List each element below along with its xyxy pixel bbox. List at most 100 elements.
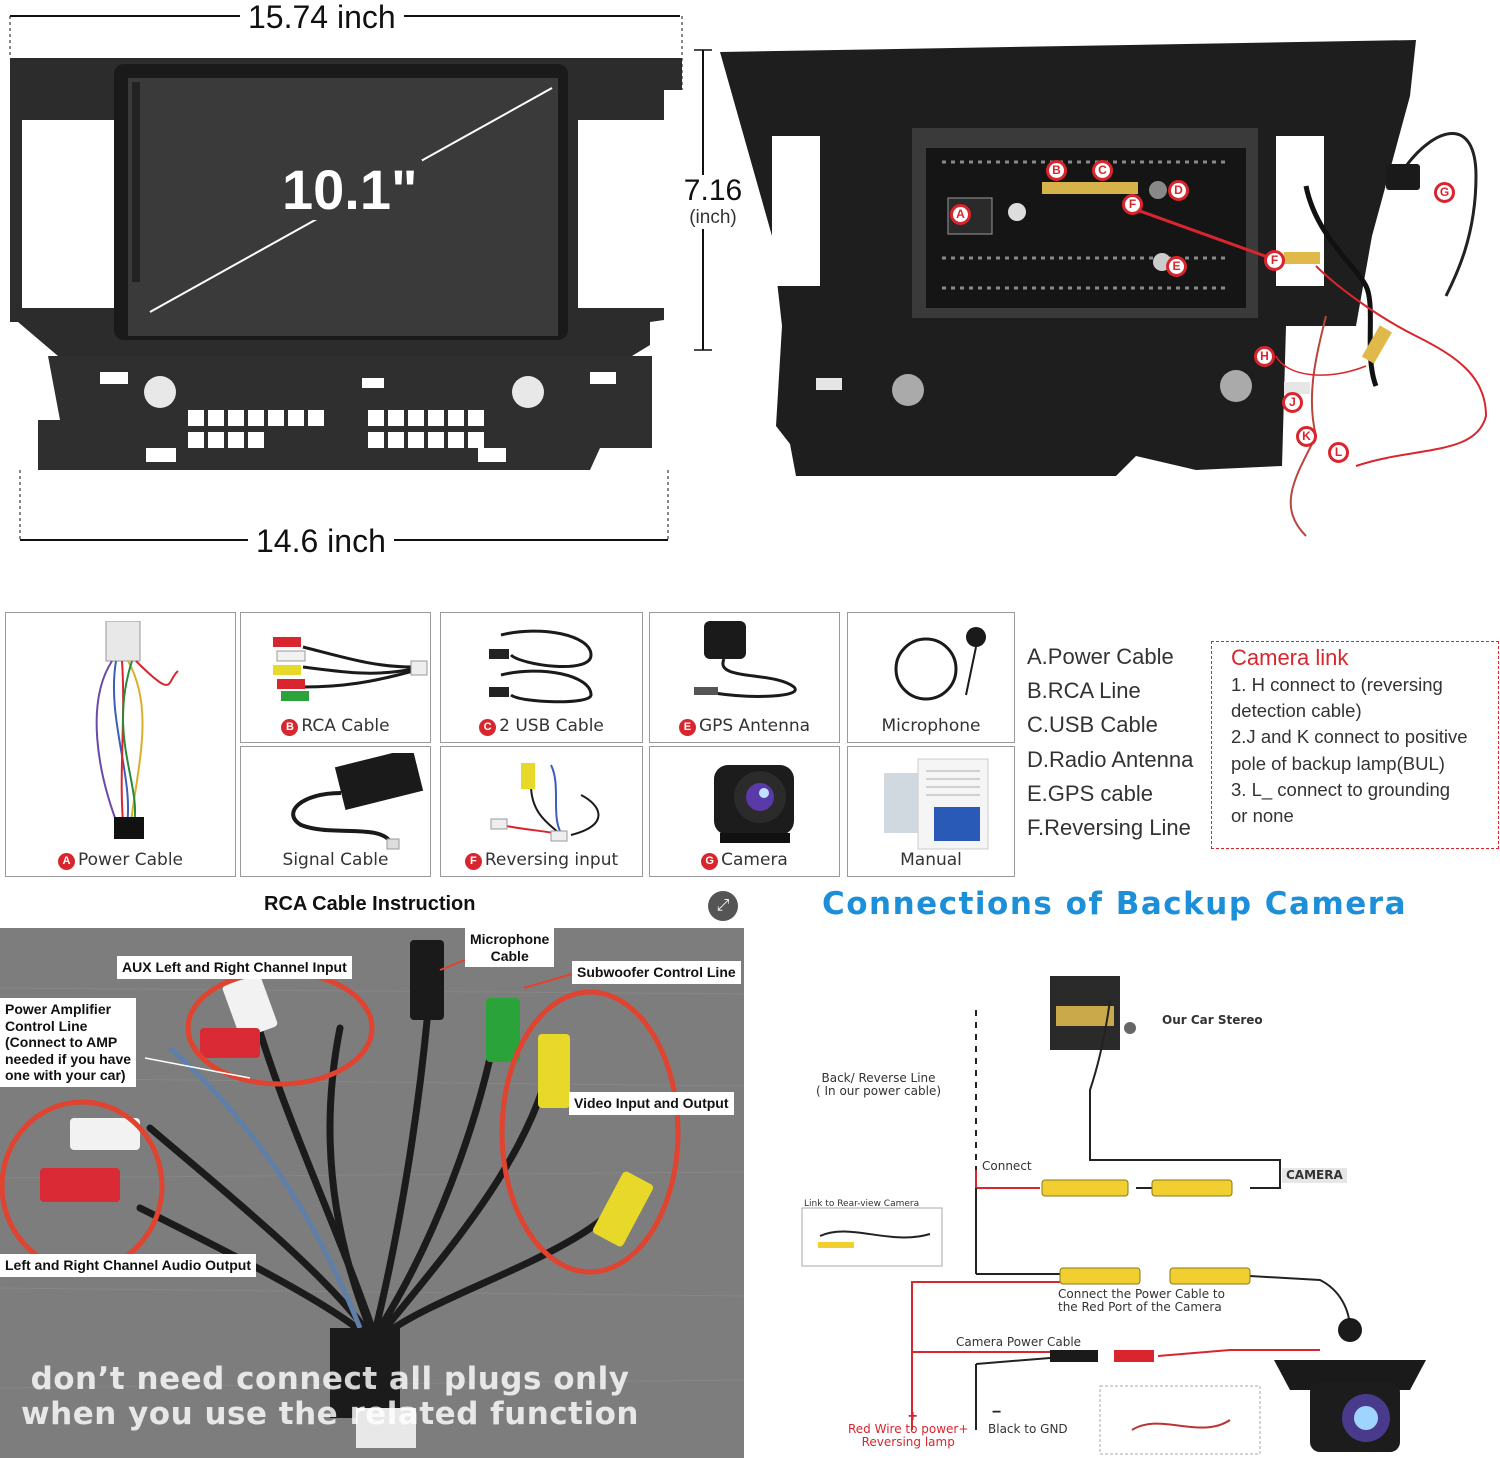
console-button-grid: [188, 410, 488, 456]
console-button: [268, 410, 284, 426]
minus-sign: −: [992, 1404, 1002, 1421]
accessory-cell: Signal Cable: [240, 746, 431, 877]
accessory-caption: Signal Cable: [241, 850, 430, 870]
port-label-d: D: [1168, 180, 1189, 201]
camera-link-box: Camera link 1. H connect to (reversing d…: [1211, 641, 1499, 849]
tag-line: one with your car): [5, 1067, 126, 1083]
backup-camera-diagram: Our Car Stereo Back/ Reverse Line ( In o…: [760, 930, 1500, 1458]
legend-item: A.Power Cable: [1027, 644, 1174, 669]
front-panel-diagram: 15.74 inch 14.6 inch 7.16 (inch) 10.1": [0, 0, 746, 570]
cable-label-j: J: [1282, 392, 1303, 413]
camera-link-line: 3. L_ connect to grounding: [1231, 778, 1451, 800]
port-label-c: C: [1092, 160, 1113, 181]
console-button: [448, 410, 464, 426]
tag-line: Control Line: [5, 1017, 88, 1034]
accessory-image: [874, 753, 994, 853]
console-button: [228, 410, 244, 426]
height-unit: (inch): [689, 207, 737, 228]
tag-line: needed if you have: [5, 1050, 132, 1067]
accessory-label: Reversing input: [484, 850, 619, 870]
legend-item: D.Radio Antenna: [1027, 746, 1194, 772]
legend-item: F.Reversing Line: [1027, 815, 1191, 841]
height-value: 7.16: [680, 175, 746, 207]
console-button: [308, 410, 324, 426]
accessory-label: Camera: [721, 850, 788, 870]
plus-sign: +: [908, 1408, 918, 1425]
accessory-image: [876, 625, 996, 705]
rear-housing-drawing: [720, 40, 1488, 537]
power-cable-note: Connect the Power Cable to the Red Port …: [1058, 1288, 1225, 1314]
console-button: [408, 410, 424, 426]
accessory-image: [674, 621, 814, 703]
console-button: [208, 432, 224, 448]
tag-line: Cable: [490, 947, 529, 964]
tag-line: Microphone: [470, 931, 550, 947]
height-label: 7.16 (inch): [680, 175, 746, 229]
red-wire-line: Reversing lamp: [861, 1435, 955, 1449]
power-note-line: the Red Port of the Camera: [1058, 1300, 1222, 1314]
accessory-cell: Microphone: [847, 612, 1015, 743]
camera-power-label: Camera Power Cable: [956, 1335, 1082, 1349]
accessory-label: 2 USB Cable: [499, 716, 604, 736]
cable-label-h: H: [1254, 346, 1275, 367]
tag-subwoofer: Subwoofer Control Line: [572, 961, 741, 984]
reverse-line-text: ( In our power cable): [816, 1084, 942, 1098]
accessory-label: Microphone: [881, 716, 981, 736]
accessory-image: [263, 627, 433, 707]
backup-camera-title: Connections of Backup Camera: [822, 886, 1408, 922]
bottom-width-label: 14.6 inch: [248, 524, 394, 558]
cable-label-k: K: [1296, 426, 1317, 447]
accessory-image: [700, 751, 810, 851]
accessory-caption: Microphone: [848, 716, 1014, 736]
cable-legend: A.Power Cable B.RCA Line C.USB Cable D.R…: [1027, 640, 1212, 845]
console-button: [468, 432, 484, 448]
tag-line: Power Amplifier: [5, 1001, 112, 1017]
camera-link-line: pole of backup lamp(BUL): [1231, 752, 1445, 774]
camera-link-line: detection cable): [1231, 700, 1362, 722]
accessory-caption: Manual: [848, 850, 1014, 870]
reverse-line-text: Back/ Reverse Line: [821, 1071, 936, 1085]
console-button: [388, 410, 404, 426]
expand-icon[interactable]: ⤢: [708, 891, 738, 921]
tag-audio-output: Left and Right Channel Audio Output: [0, 1254, 256, 1277]
camera-link-line: 2.J and K connect to positive: [1231, 726, 1468, 748]
console-button: [288, 410, 304, 426]
console-button: [448, 432, 464, 448]
black-gnd-label: Black to GND: [988, 1422, 1068, 1436]
camera-link-line: or none: [1231, 805, 1294, 827]
cable-label-l: L: [1328, 442, 1349, 463]
accessory-image: [471, 755, 621, 845]
backup-wiring-drawing: [801, 976, 1426, 1455]
camera-tag: CAMERA: [1282, 1168, 1347, 1183]
console-button: [388, 432, 404, 448]
console-button: [408, 432, 424, 448]
accessory-label: Power Cable: [77, 850, 184, 870]
console-button: [368, 410, 384, 426]
tag-line: (Connect to AMP: [5, 1034, 118, 1050]
front-panel-drawing: [9, 15, 712, 541]
rca-cable-photo: Microphone Cable AUX Left and Right Chan…: [0, 928, 744, 1458]
accessory-badge: G: [701, 853, 719, 870]
accessory-badge: C: [479, 719, 497, 736]
console-button: [188, 410, 204, 426]
legend-item: E.GPS cable: [1027, 780, 1153, 806]
accessory-cell: Manual: [847, 746, 1015, 877]
console-button: [208, 410, 224, 426]
red-wire-line: Red Wire to power+: [848, 1422, 969, 1436]
power-note-line: Connect the Power Cable to: [1058, 1287, 1225, 1301]
accessory-label: Manual: [900, 850, 962, 870]
camera-link-line: 1. H connect to (reversing: [1231, 674, 1443, 695]
accessory-image: [66, 621, 186, 841]
port-label-f: F: [1122, 194, 1143, 215]
